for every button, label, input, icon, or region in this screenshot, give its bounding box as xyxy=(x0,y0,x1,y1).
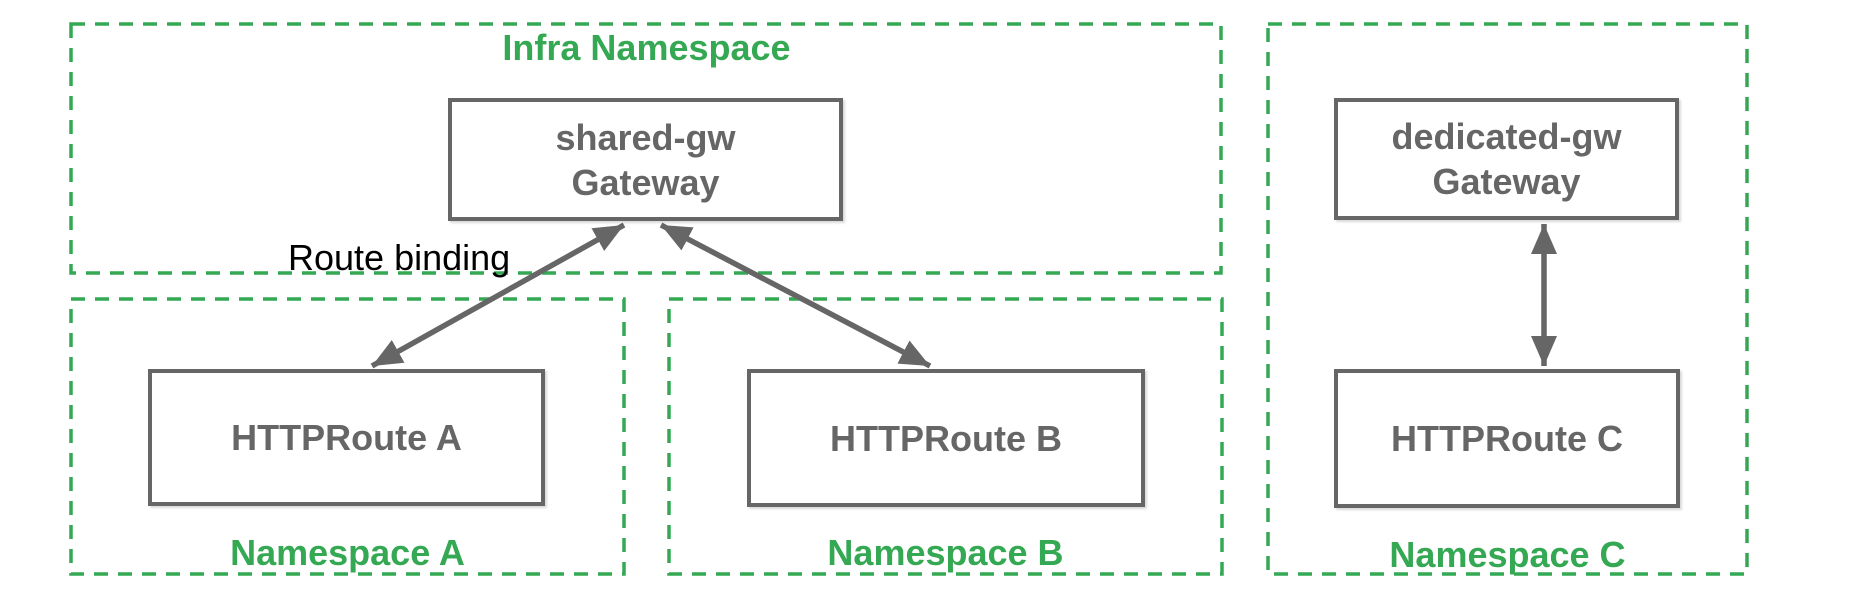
shared-gw-kind: Gateway xyxy=(571,161,720,203)
dedicated-gw-gateway-node: dedicated-gw Gateway xyxy=(1334,98,1679,220)
namespace-c-title: Namespace C xyxy=(1389,534,1626,575)
namespace-b-box xyxy=(667,297,1224,576)
route-binding-arrow-a xyxy=(370,222,626,369)
httproute-c-node: HTTPRoute C xyxy=(1334,369,1680,508)
httproute-b-label: HTTPRoute B xyxy=(830,417,1062,459)
namespace-b-title: Namespace B xyxy=(827,532,1064,573)
httproute-a-label: HTTPRoute A xyxy=(231,417,462,458)
route-binding-arrow-b xyxy=(659,222,932,369)
namespace-c-box xyxy=(1266,22,1749,576)
httproute-b-node: HTTPRoute B xyxy=(747,369,1145,507)
infra-namespace-box xyxy=(69,22,1223,275)
dedicated-gw-kind: Gateway xyxy=(1432,161,1581,202)
httproute-c-label: HTTPRoute C xyxy=(1391,418,1623,459)
namespace-a-title: Namespace A xyxy=(230,532,465,573)
namespace-a-box xyxy=(69,297,626,576)
shared-gw-gateway-node: shared-gw Gateway xyxy=(448,98,843,221)
dedicated-gw-name: dedicated-gw xyxy=(1391,116,1622,157)
httproute-a-node: HTTPRoute A xyxy=(148,369,545,506)
infra-namespace-title: Infra Namespace xyxy=(502,27,791,68)
shared-gw-name: shared-gw xyxy=(555,116,736,158)
route-binding-label: Route binding xyxy=(288,237,511,278)
